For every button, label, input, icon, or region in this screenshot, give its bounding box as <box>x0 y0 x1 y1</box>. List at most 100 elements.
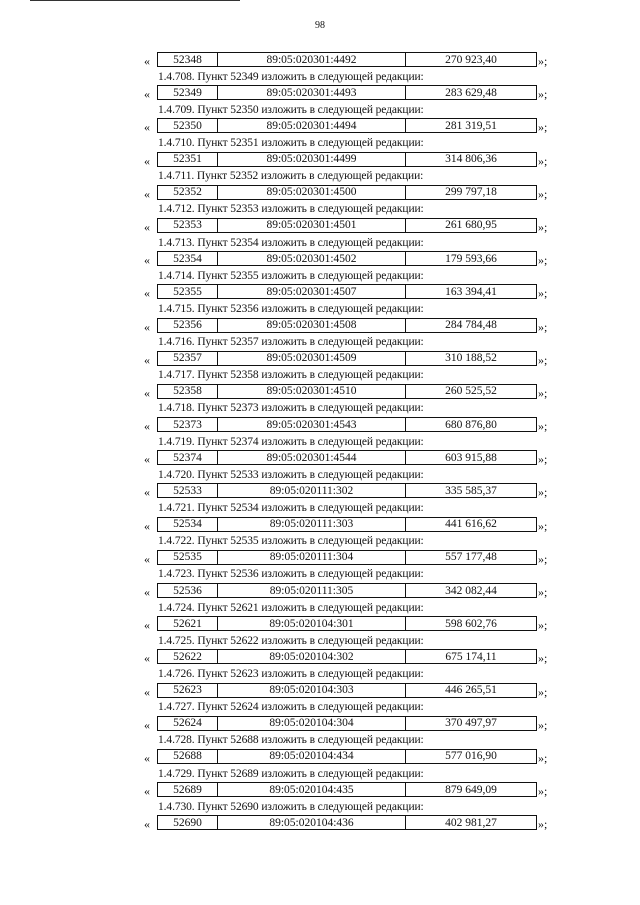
amendment-heading-text: 1.4.722. Пункт 52535 изложить в следующе… <box>158 535 424 548</box>
item-number-cell: 52623 <box>158 683 218 697</box>
amendment-heading: 1.4.727. Пункт 52624 изложить в следующе… <box>0 699 640 716</box>
item-number-cell: 52373 <box>158 418 218 432</box>
amendment-heading: 1.4.729. Пункт 52689 изложить в следующе… <box>0 766 640 783</box>
value-cell: 446 265,51 <box>445 684 497 697</box>
value-cell: 310 188,52 <box>445 352 497 365</box>
amendment-heading: 1.4.713. Пункт 52354 изложить в следующе… <box>0 235 640 252</box>
item-number-cell: 52349 <box>158 86 218 100</box>
item-number-cell: 52534 <box>158 517 218 531</box>
amendment-heading: 1.4.714. Пункт 52355 изложить в следующе… <box>0 268 640 285</box>
value-cell: 577 016,90 <box>445 750 497 763</box>
item-number-cell: 52350 <box>158 119 218 133</box>
value-cell: 675 174,11 <box>445 650 497 663</box>
value-cell: 680 876,80 <box>445 418 497 431</box>
cadastral-number-cell: 89:05:020104:302 <box>218 650 406 664</box>
open-quote: « <box>144 352 150 367</box>
cadastral-number-cell: 89:05:020104:436 <box>218 816 406 830</box>
item-number-cell: 52353 <box>158 218 218 232</box>
item-number-cell: 52689 <box>158 783 218 797</box>
close-quote: »; <box>538 186 548 201</box>
amendment-heading-text: 1.4.727. Пункт 52624 изложить в следующе… <box>158 701 424 714</box>
open-quote: « <box>144 153 150 168</box>
value-cell: 879 649,09 <box>445 783 497 796</box>
open-quote: « <box>144 186 150 201</box>
amendment-heading-text: 1.4.719. Пункт 52374 изложить в следующе… <box>158 435 424 448</box>
cadastral-number-cell: 89:05:020104:434 <box>218 749 406 763</box>
open-quote: « <box>144 319 150 334</box>
cadastral-number-cell: 89:05:020104:301 <box>218 617 406 631</box>
table-row: « 52348 89:05:020301:4492 270 923,40 »; <box>0 52 640 69</box>
value-cell: 179 593,66 <box>445 252 497 265</box>
close-quote: »; <box>538 286 548 301</box>
cadastral-number-cell: 89:05:020301:4510 <box>218 384 406 398</box>
open-quote: « <box>144 784 150 799</box>
amendment-heading-text: 1.4.723. Пункт 52536 изложить в следующе… <box>158 568 424 581</box>
open-quote: « <box>144 585 150 599</box>
item-number-cell: 52352 <box>158 185 218 199</box>
amendment-heading: 1.4.721. Пункт 52534 изложить в следующе… <box>0 500 640 517</box>
open-quote: « <box>144 120 150 135</box>
close-quote: »; <box>538 817 548 832</box>
amendment-heading: 1.4.723. Пункт 52536 изложить в следующе… <box>0 566 640 583</box>
open-quote: « <box>144 54 150 68</box>
cadastral-number-cell: 89:05:020301:4501 <box>218 218 406 232</box>
amendment-heading-text: 1.4.710. Пункт 52351 изложить в следующе… <box>158 136 424 149</box>
amendment-heading: 1.4.724. Пункт 52621 изложить в следующе… <box>0 600 640 617</box>
amendment-heading-text: 1.4.725. Пункт 52622 изложить в следующе… <box>158 634 424 647</box>
cadastral-number-cell: 89:05:020301:4494 <box>218 119 406 133</box>
cadastral-number-cell: 89:05:020301:4502 <box>218 252 406 266</box>
open-quote: « <box>144 485 150 500</box>
open-quote: « <box>144 87 150 102</box>
amendment-heading: 1.4.720. Пункт 52533 изложить в следующе… <box>0 467 640 484</box>
close-quote: »; <box>538 551 548 566</box>
amendment-heading-text: 1.4.714. Пункт 52355 изложить в следующе… <box>158 269 424 282</box>
amendment-list: « 52348 89:05:020301:4492 270 923,40 »; … <box>0 52 640 832</box>
item-number-cell: 52354 <box>158 252 218 266</box>
amendment-heading: 1.4.708. Пункт 52349 изложить в следующе… <box>0 69 640 86</box>
amendment-heading: 1.4.728. Пункт 52688 изложить в следующе… <box>0 732 640 749</box>
amendment-heading: 1.4.722. Пункт 52535 изложить в следующе… <box>0 533 640 550</box>
value-cell: 314 806,36 <box>445 153 497 166</box>
item-number-cell: 52357 <box>158 351 218 365</box>
value-cell: 342 082,44 <box>445 584 497 597</box>
cadastral-number-cell: 89:05:020301:4492 <box>218 53 406 66</box>
value-cell: 598 602,76 <box>445 617 497 630</box>
amendment-heading-text: 1.4.730. Пункт 52690 изложить в следующе… <box>158 800 424 813</box>
item-number-cell: 52348 <box>158 53 218 66</box>
cadastral-number-cell: 89:05:020301:4500 <box>218 185 406 199</box>
close-quote: »; <box>538 54 548 68</box>
amendment-heading-text: 1.4.711. Пункт 52352 изложить в следующе… <box>158 170 424 183</box>
close-quote: »; <box>538 419 548 434</box>
open-quote: « <box>144 717 150 732</box>
value-cell: 335 585,37 <box>445 484 497 497</box>
cadastral-number-cell: 89:05:020111:303 <box>218 517 406 531</box>
cadastral-number-cell: 89:05:020301:4509 <box>218 351 406 365</box>
open-quote: « <box>144 551 150 566</box>
amendment-heading-text: 1.4.716. Пункт 52357 изложить в следующе… <box>158 336 424 349</box>
close-quote: »; <box>538 87 548 102</box>
value-cell: 281 319,51 <box>445 119 497 132</box>
close-quote: »; <box>538 153 548 168</box>
open-quote: « <box>144 452 150 467</box>
cadastral-number-cell: 89:05:020301:4493 <box>218 86 406 100</box>
